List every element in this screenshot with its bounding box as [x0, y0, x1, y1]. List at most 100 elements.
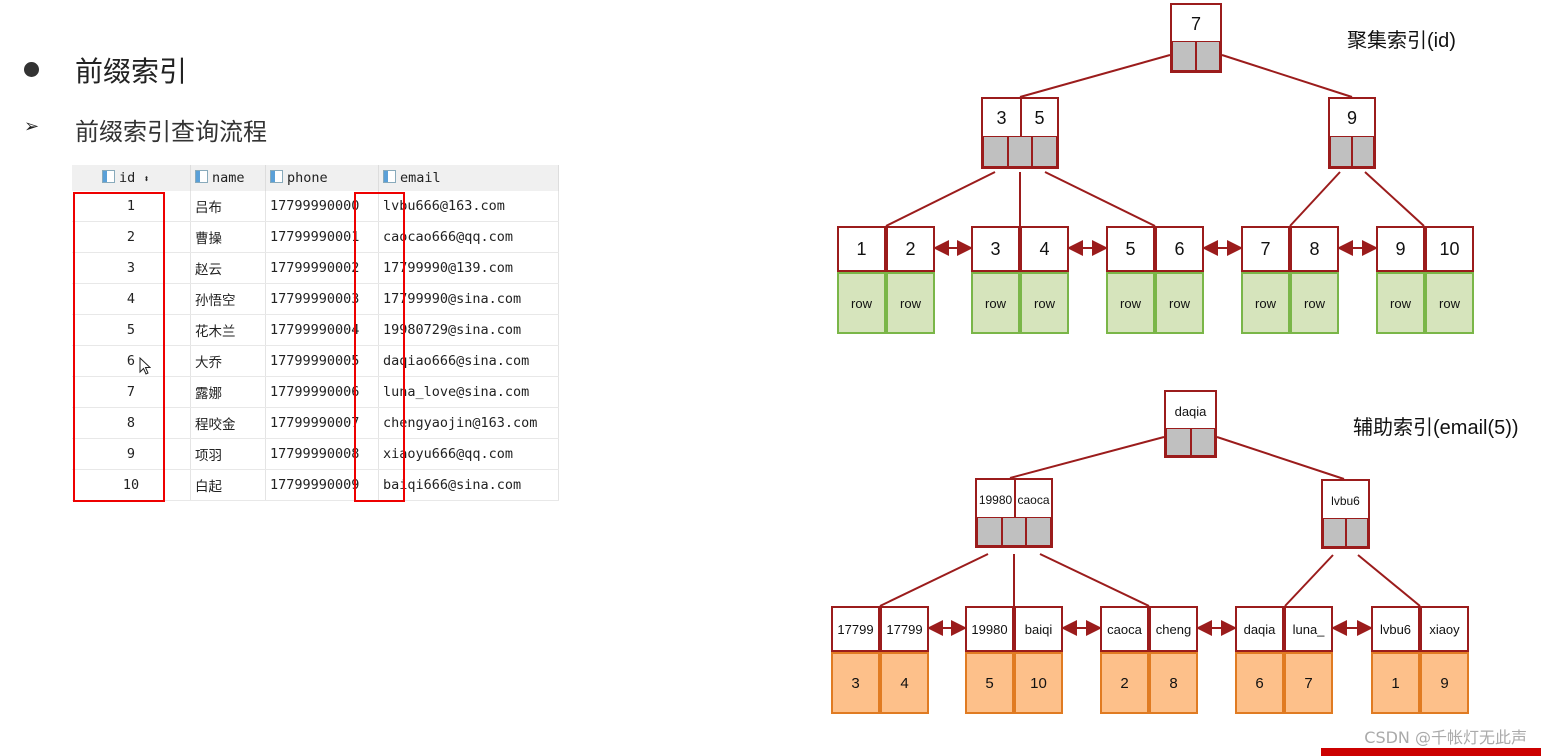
- secondary-index-title: 辅助索引(email(5)): [1353, 417, 1519, 439]
- node-key: caoca: [1014, 480, 1051, 519]
- leaf-value: 10: [1014, 652, 1063, 714]
- arrow-bullet-icon: ➢: [24, 116, 40, 137]
- leaf-value: row: [1425, 272, 1474, 334]
- leaf-key: baiqi: [1014, 606, 1063, 652]
- index-node: lvbu6: [1321, 479, 1370, 549]
- leaf-key: 2: [886, 226, 935, 272]
- node-pointer: [1190, 428, 1215, 456]
- node-pointer: [1345, 518, 1368, 547]
- leaf-key: xiaoy: [1420, 606, 1469, 652]
- cell-id[interactable]: 9: [72, 438, 191, 470]
- cell-email[interactable]: caocao666@qq.com: [378, 221, 559, 253]
- tree-edge: [1289, 171, 1341, 227]
- cell-name[interactable]: 吕布: [190, 191, 266, 222]
- cell-id[interactable]: 5: [72, 314, 191, 346]
- column-header-email[interactable]: email: [378, 165, 559, 191]
- cell-name[interactable]: 赵云: [190, 252, 266, 284]
- cell-phone[interactable]: 17799990001: [265, 221, 379, 253]
- cell-id[interactable]: 8: [72, 407, 191, 439]
- cell-id[interactable]: 4: [72, 283, 191, 315]
- leaf-value: row: [1376, 272, 1425, 334]
- cell-id[interactable]: 3: [72, 252, 191, 284]
- cell-email[interactable]: chengyaojin@163.com: [378, 407, 559, 439]
- watermark: CSDN @千帐灯无此声: [1364, 728, 1527, 747]
- leaf-value: 9: [1420, 652, 1469, 714]
- cell-email[interactable]: lvbu666@163.com: [378, 191, 559, 222]
- node-pointer: [1026, 517, 1051, 546]
- node-pointer: [1007, 136, 1033, 167]
- tree-edge: [1044, 171, 1156, 227]
- cell-name[interactable]: 大乔: [190, 345, 266, 377]
- cell-email[interactable]: daqiao666@sina.com: [378, 345, 559, 377]
- tree-edge: [1284, 554, 1334, 607]
- leaf-value: 6: [1235, 652, 1284, 714]
- leaf-key: 3: [971, 226, 1020, 272]
- cell-name[interactable]: 程咬金: [190, 407, 266, 439]
- cell-email[interactable]: luna_love@sina.com: [378, 376, 559, 408]
- subheading: 前缀索引查询流程: [75, 118, 267, 146]
- node-key: 9: [1346, 108, 1357, 128]
- node-pointer: [1166, 428, 1191, 456]
- node-key: 19980: [978, 492, 1013, 507]
- cell-phone[interactable]: 17799990006: [265, 376, 379, 408]
- cell-phone[interactable]: 17799990000: [265, 191, 379, 222]
- cell-phone[interactable]: 17799990003: [265, 283, 379, 315]
- node-key: 7: [1190, 13, 1201, 34]
- cell-id[interactable]: 7: [72, 376, 191, 408]
- cell-email[interactable]: baiqi666@sina.com: [378, 469, 559, 501]
- column-header-id[interactable]: id ⬍: [72, 165, 191, 191]
- cell-id[interactable]: 2: [72, 221, 191, 253]
- column-header-phone[interactable]: phone: [265, 165, 379, 191]
- cell-phone[interactable]: 17799990009: [265, 469, 379, 501]
- cell-email[interactable]: 19980729@sina.com: [378, 314, 559, 346]
- tree-edge: [1216, 436, 1345, 480]
- column-icon: [383, 170, 396, 183]
- cell-name[interactable]: 白起: [190, 469, 266, 501]
- cell-id[interactable]: 6: [72, 345, 191, 377]
- column-header-name[interactable]: name: [190, 165, 266, 191]
- node-key: lvbu6: [1331, 493, 1360, 508]
- leaf-key: 4: [1020, 226, 1069, 272]
- cell-name[interactable]: 曹操: [190, 221, 266, 253]
- column-icon: [270, 170, 283, 183]
- cell-phone[interactable]: 17799990007: [265, 407, 379, 439]
- leaf-value: 3: [831, 652, 880, 714]
- cell-name[interactable]: 露娜: [190, 376, 266, 408]
- cell-name[interactable]: 孙悟空: [190, 283, 266, 315]
- cell-phone[interactable]: 17799990008: [265, 438, 379, 470]
- cell-name[interactable]: 项羽: [190, 438, 266, 470]
- cell-email[interactable]: xiaoyu666@qq.com: [378, 438, 559, 470]
- tree-edge: [1221, 54, 1353, 98]
- leaf-key: 17799: [831, 606, 880, 652]
- cell-email[interactable]: 17799990@sina.com: [378, 283, 559, 315]
- cell-phone[interactable]: 17799990005: [265, 345, 379, 377]
- leaf-value: 2: [1100, 652, 1149, 714]
- leaf-value: 5: [965, 652, 1014, 714]
- leaf-key: cheng: [1149, 606, 1198, 652]
- cell-phone[interactable]: 17799990004: [265, 314, 379, 346]
- index-node: daqia: [1164, 390, 1217, 458]
- column-icon: [195, 170, 208, 183]
- id-column-highlight: [73, 192, 165, 502]
- cell-name[interactable]: 花木兰: [190, 314, 266, 346]
- leaf-key: 8: [1290, 226, 1339, 272]
- sort-icon[interactable]: ⬍: [143, 174, 150, 185]
- cell-id[interactable]: 1: [72, 191, 191, 222]
- bullet-icon: [24, 62, 39, 77]
- cell-phone[interactable]: 17799990002: [265, 252, 379, 284]
- cell-email[interactable]: 17799990@139.com: [378, 252, 559, 284]
- leaf-key: 7: [1241, 226, 1290, 272]
